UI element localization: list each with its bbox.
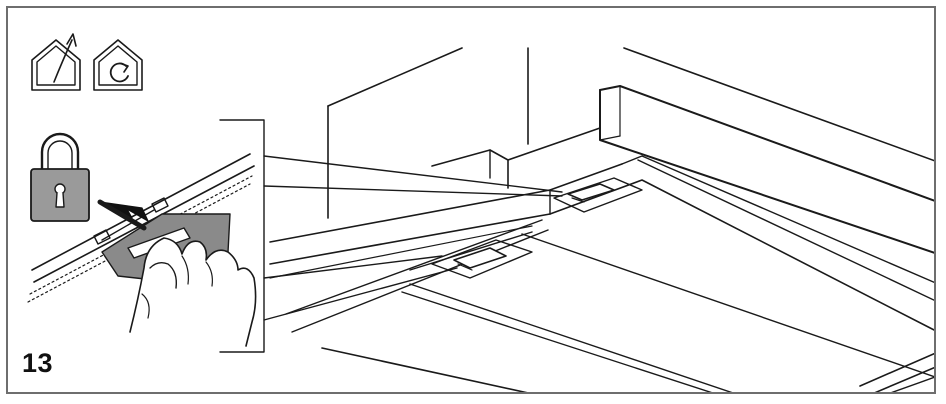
hood-latch-rear — [553, 177, 643, 213]
ducted-mode-icon — [31, 33, 81, 91]
hand-icon — [129, 237, 257, 347]
step-number: 13 — [22, 348, 54, 378]
hood-latch-front — [431, 239, 533, 279]
padlock-icon — [30, 132, 90, 222]
installation-diagram — [27, 33, 934, 392]
instruction-panel — [6, 6, 936, 394]
arrow-icon — [97, 199, 149, 231]
recirculation-mode-icon — [93, 39, 143, 91]
hood-illustration — [269, 47, 934, 392]
